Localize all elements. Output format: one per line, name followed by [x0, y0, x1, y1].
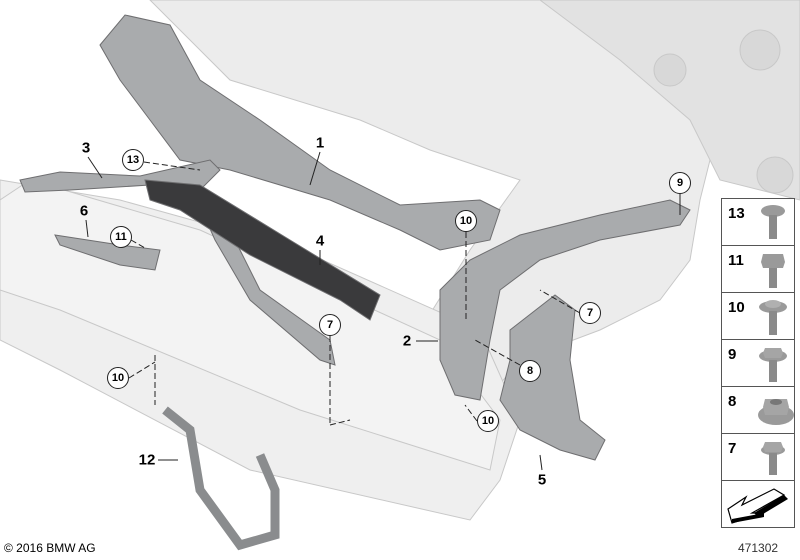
legend-item-9: 9	[721, 339, 795, 386]
legend-label: 11	[728, 252, 744, 269]
circled-callout-10: 10	[477, 410, 499, 432]
hex-flange-screw-icon	[759, 348, 787, 382]
legend-item-13: 13	[721, 198, 795, 245]
part-5-lower-bracket	[499, 294, 606, 461]
callout-6: 6	[79, 202, 89, 220]
circled-callout-9: 9	[669, 172, 691, 194]
torx-button-head-screw-icon	[761, 205, 785, 239]
legend-label: 10	[728, 299, 745, 316]
legend-label: 8	[728, 393, 737, 410]
hex-bolt-icon	[761, 442, 785, 475]
torx-washer-screw-icon	[759, 300, 787, 335]
legend-label: 9	[728, 346, 737, 363]
part-12-tow-bracket	[162, 406, 280, 551]
flange-nut-icon	[758, 399, 794, 425]
legend-label: 13	[728, 205, 745, 222]
circled-callout-10: 10	[107, 367, 129, 389]
part-4-air-duct-bracket	[144, 179, 381, 321]
circled-callout-10: 10	[455, 210, 477, 232]
legend-item-7: 7	[721, 433, 795, 480]
image-number: 471302	[738, 541, 779, 555]
legend-direction	[721, 480, 795, 528]
copyright: © 2016 BMW AG	[4, 541, 96, 555]
hex-head-bolt-icon	[761, 254, 785, 288]
circled-callout-8: 8	[519, 360, 541, 382]
legend-item-8: 8	[721, 386, 795, 433]
circled-callout-11: 11	[110, 226, 132, 248]
fastener-legend: 13 11 10 9 8 7	[721, 198, 795, 528]
parts	[19, 14, 691, 551]
circled-callout-7: 7	[579, 302, 601, 324]
part-3-strut-brace	[19, 159, 336, 366]
legend-label: 7	[728, 440, 737, 457]
callout-2: 2	[402, 332, 412, 350]
leader-lines	[85, 151, 681, 471]
callout-3: 3	[81, 139, 91, 157]
callout-12: 12	[138, 451, 156, 469]
callout-5: 5	[537, 471, 547, 489]
part-2-side-support	[439, 199, 691, 401]
front-direction-arrow-icon	[727, 488, 788, 524]
circled-callout-7: 7	[319, 314, 341, 336]
callout-4: 4	[315, 232, 325, 250]
legend-item-11: 11	[721, 245, 795, 292]
legend-item-10: 10	[721, 292, 795, 339]
circled-callout-13: 13	[122, 149, 144, 171]
callout-1: 1	[315, 134, 325, 152]
